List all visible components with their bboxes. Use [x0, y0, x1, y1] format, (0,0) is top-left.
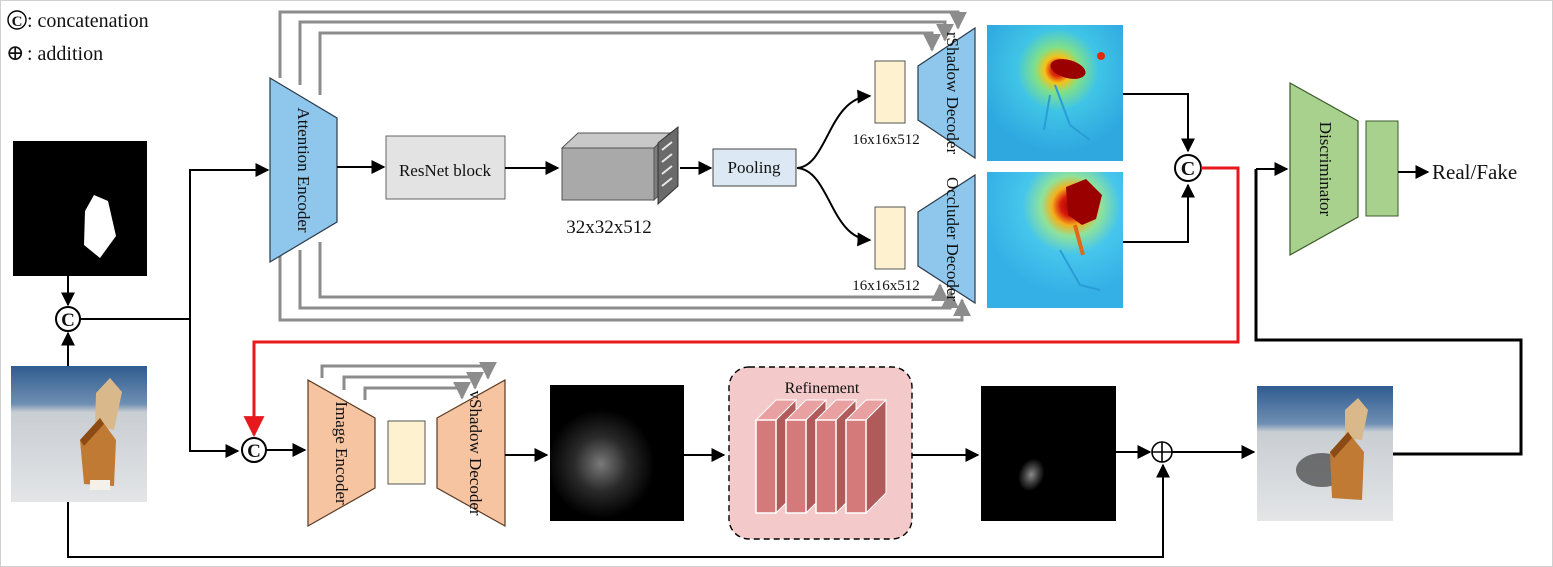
image-encoder: Image Encoder [307, 378, 376, 528]
occluder-decoder: Occluder Decoder [917, 173, 976, 305]
photo-input-image [11, 366, 147, 502]
occluder-decoder-label: Occluder Decoder [943, 177, 962, 301]
pooling-to-occluder [796, 167, 872, 247]
coarse-shadow-image [550, 385, 684, 521]
legend-add-text: : addition [27, 43, 103, 65]
rshadow-decoder: rShadow Decoder [917, 26, 976, 160]
rshadow-feature [874, 60, 906, 124]
attention-encoder-label: Attention Encoder [294, 107, 313, 232]
vshadow-decoder: vShadow Decoder [436, 378, 506, 528]
vshadow-feature [387, 420, 426, 485]
resnet-block-label: ResNet block [399, 161, 492, 180]
occluder-heatmap [987, 172, 1123, 308]
refinement-block: Refinement [728, 366, 913, 540]
attention-encoder: Attention Encoder [269, 76, 338, 264]
vshadow-decoder-label: vShadow Decoder [466, 390, 485, 515]
occluder-size-label: 16x16x512 [852, 278, 920, 294]
output-photo-image [1257, 386, 1393, 521]
refinement-layers [754, 398, 888, 515]
pooling-block: Pooling [712, 148, 797, 187]
legend-concat-symbol: C [12, 14, 23, 30]
legend-concat-text: : concatenation [27, 10, 149, 32]
red-feedback-line [243, 166, 1240, 438]
feature-cube [560, 125, 679, 206]
feature-size-label: 32x32x512 [566, 217, 652, 238]
discriminator: Discriminator [1289, 81, 1359, 257]
concat-operator-input-label: C [61, 310, 75, 331]
refinement-label: Refinement [785, 380, 860, 397]
concat-operator-bottom-label: C [247, 441, 261, 462]
discriminator-label: Discriminator [1316, 122, 1335, 217]
occluder-feature [874, 206, 906, 270]
rshadow-decoder-label: rShadow Decoder [943, 32, 962, 155]
output-to-discriminator [1254, 169, 1523, 456]
mask-input-image [13, 141, 147, 276]
skip-connections-top [278, 10, 967, 95]
pooling-label: Pooling [728, 158, 781, 177]
skip-connections-bottom [278, 242, 971, 322]
photo-to-addition [67, 463, 1170, 558]
image-encoder-label: Image Encoder [332, 401, 351, 505]
rshadow-heatmap [987, 25, 1123, 161]
legend: C : concatenation ⊕ : addition [6, 10, 149, 65]
concat-operator-heatmaps: C [1174, 154, 1202, 182]
concat-operator-input: C [55, 306, 81, 332]
legend-concat-icon [7, 10, 27, 30]
pooling-to-rshadow [796, 89, 872, 169]
legend-add-icon: ⊕ [6, 40, 24, 65]
concat-operator-bottom: C [241, 437, 267, 463]
split-to-attention-encoder [189, 163, 270, 319]
skip-connections-vshadow [320, 361, 497, 400]
discriminator-output [1365, 120, 1399, 217]
concat-operator-heatmaps-label: C [1181, 158, 1195, 180]
real-fake-label: Real/Fake [1432, 160, 1517, 184]
resnet-block: ResNet block [385, 135, 506, 200]
split-to-concat-bottom [189, 319, 240, 458]
refined-shadow-image [981, 386, 1116, 521]
addition-operator [1151, 441, 1173, 463]
rshadow-size-label: 16x16x512 [852, 132, 920, 148]
